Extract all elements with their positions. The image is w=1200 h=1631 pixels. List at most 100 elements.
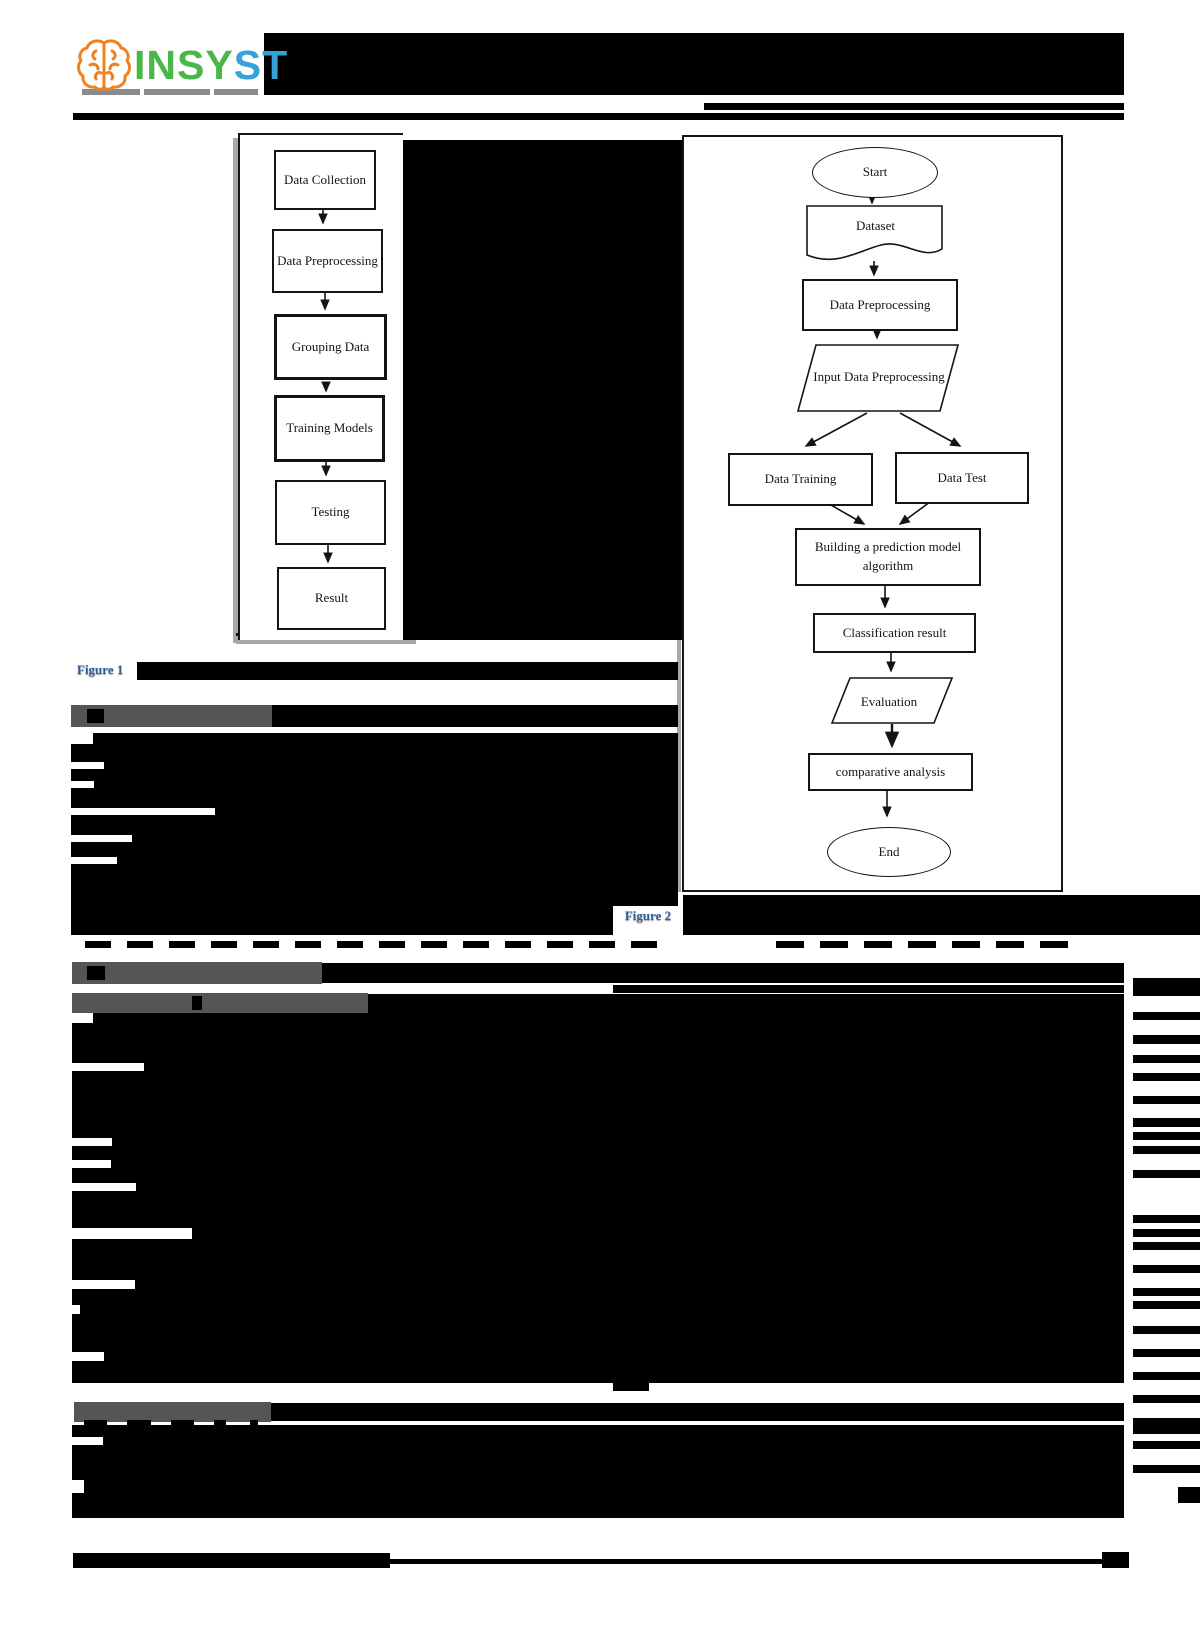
redaction-bar bbox=[1133, 1349, 1200, 1357]
redaction-bar bbox=[1133, 1096, 1200, 1104]
redaction-bar bbox=[1040, 941, 1068, 948]
redaction-bar bbox=[1133, 1170, 1200, 1178]
redaction-bar bbox=[1133, 1418, 1200, 1434]
redaction-bar bbox=[71, 733, 678, 906]
redaction-bar bbox=[390, 1559, 1102, 1564]
text-gap bbox=[71, 857, 117, 864]
redaction-bar bbox=[1133, 1073, 1200, 1081]
redaction-bar bbox=[337, 941, 363, 948]
redaction-bar bbox=[996, 941, 1024, 948]
text-gap bbox=[71, 808, 215, 815]
text-gap bbox=[72, 1437, 103, 1445]
text-gap bbox=[71, 733, 93, 744]
text-gap bbox=[72, 1480, 84, 1493]
flow-node-building-model: Building a prediction model algorithm bbox=[795, 528, 981, 586]
brand-letter: Y bbox=[205, 41, 234, 88]
logo-tagline-redacted bbox=[144, 89, 210, 95]
redaction-bar bbox=[1133, 1441, 1200, 1449]
redaction-bar bbox=[272, 705, 678, 727]
redaction-bar bbox=[1178, 1487, 1200, 1503]
redaction-bar bbox=[1133, 1265, 1200, 1273]
redaction-bar bbox=[1133, 1118, 1200, 1127]
text-gap bbox=[71, 762, 104, 769]
redaction-bar bbox=[776, 941, 804, 948]
flow-box-training-models: Training Models bbox=[274, 395, 385, 462]
text-gap bbox=[72, 1305, 80, 1314]
redaction-bar bbox=[1133, 1242, 1200, 1250]
redaction-bar bbox=[71, 906, 613, 935]
redaction-bar bbox=[613, 1383, 649, 1391]
redaction-bar bbox=[1133, 1229, 1200, 1237]
text-gap bbox=[72, 1280, 135, 1289]
flow-box-result: Result bbox=[277, 567, 386, 630]
redaction-bar bbox=[1133, 1215, 1200, 1223]
redaction-bar bbox=[589, 941, 615, 948]
figure2-flowchart-panel: Start Dataset Data Preprocessing Input D… bbox=[682, 135, 1063, 892]
redaction-bar bbox=[127, 941, 153, 948]
figure1-caption-label: Figure 1 bbox=[77, 662, 124, 677]
heading-redaction-bar bbox=[72, 962, 322, 984]
redaction-bar bbox=[250, 1420, 258, 1426]
text-gap bbox=[71, 781, 94, 788]
redaction-bar bbox=[505, 941, 531, 948]
text-gap bbox=[72, 1160, 111, 1168]
flow-node-evaluation: Evaluation bbox=[860, 693, 918, 709]
text-gap bbox=[72, 1013, 93, 1023]
redaction-bar bbox=[1133, 1288, 1200, 1296]
redaction-bar bbox=[127, 1420, 151, 1426]
flow-node-end: End bbox=[827, 827, 951, 877]
redaction-bar bbox=[72, 1013, 1124, 1383]
redaction-bar bbox=[864, 941, 892, 948]
redaction-bar bbox=[1133, 1012, 1200, 1020]
figure1-arrows bbox=[318, 205, 333, 564]
text-gap bbox=[72, 1183, 136, 1191]
redaction-bar bbox=[171, 1420, 194, 1426]
text-gap bbox=[72, 1138, 112, 1146]
flow-node-dataset: Dataset bbox=[856, 217, 895, 233]
redaction-bar bbox=[463, 941, 489, 948]
redaction-bar bbox=[264, 33, 1124, 95]
redaction-bar bbox=[322, 963, 1124, 983]
brand-letter: I bbox=[134, 41, 147, 88]
redaction-bar bbox=[1133, 1146, 1200, 1154]
flow-node-data-preprocessing: Data Preprocessing bbox=[802, 279, 958, 331]
redaction-bar bbox=[271, 1403, 1124, 1421]
redaction-bar bbox=[137, 662, 678, 680]
redaction-bar bbox=[1133, 1372, 1200, 1380]
redaction-bar bbox=[214, 1420, 226, 1426]
redaction-bar bbox=[73, 113, 1124, 120]
brain-icon bbox=[76, 37, 132, 91]
brand-letter: S bbox=[177, 41, 206, 88]
redaction-bar bbox=[613, 985, 1124, 993]
brand-letter: T bbox=[262, 41, 289, 88]
redaction-bar bbox=[295, 941, 321, 948]
figure2-shapes-and-arrows bbox=[796, 193, 962, 818]
flow-node-classification-result: Classification result bbox=[813, 613, 976, 653]
redaction-bar bbox=[421, 941, 447, 948]
flow-node-data-test: Data Test bbox=[895, 452, 1029, 504]
brand-letter: N bbox=[146, 41, 178, 88]
brand-letter: S bbox=[233, 41, 263, 88]
redaction-bar bbox=[1133, 1326, 1200, 1334]
redaction-bar bbox=[211, 941, 237, 948]
redaction-bar bbox=[192, 996, 202, 1010]
redaction-bar bbox=[683, 895, 1200, 935]
flow-box-testing: Testing bbox=[275, 480, 386, 545]
redaction-bar bbox=[631, 941, 657, 948]
redaction-bar bbox=[1133, 1035, 1200, 1044]
flow-box-data-preprocessing: Data Preprocessing bbox=[272, 229, 383, 293]
redaction-bar bbox=[72, 1425, 1124, 1518]
redaction-bar bbox=[1133, 1395, 1200, 1403]
redaction-bar bbox=[1133, 1301, 1200, 1309]
redaction-bar bbox=[401, 140, 682, 640]
redaction-bar bbox=[87, 709, 104, 723]
redaction-bar bbox=[1133, 1465, 1200, 1473]
redaction-bar bbox=[1133, 1055, 1200, 1063]
redaction-bar bbox=[85, 941, 111, 948]
flow-node-data-training: Data Training bbox=[728, 453, 873, 506]
redaction-bar bbox=[368, 994, 1124, 1013]
redaction-bar bbox=[704, 103, 1124, 110]
heading-redaction-bar bbox=[74, 1402, 271, 1422]
heading-redaction-bar bbox=[71, 705, 272, 727]
